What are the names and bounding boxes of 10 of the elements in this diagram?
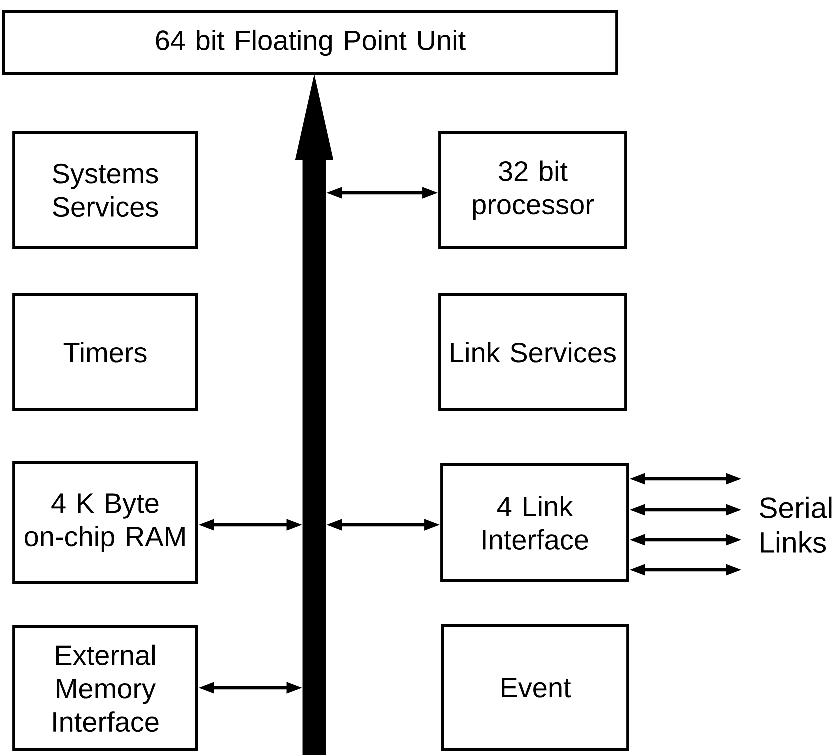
block-box: Event [442, 624, 630, 752]
block-box: Systems Services [12, 132, 198, 250]
block-box: 4 Link Interface [440, 464, 630, 582]
block-box: Link Services [438, 294, 628, 412]
block-box: 4 K Byte on-chip RAM [12, 462, 198, 584]
block-box: 64 bit Floating Point Unit [2, 10, 618, 76]
block-box: Timers [12, 294, 198, 412]
block-box: 32 bit processor [438, 132, 628, 250]
side-label: Serial Links [760, 496, 832, 554]
block-box: External Memory Interface [12, 626, 198, 752]
